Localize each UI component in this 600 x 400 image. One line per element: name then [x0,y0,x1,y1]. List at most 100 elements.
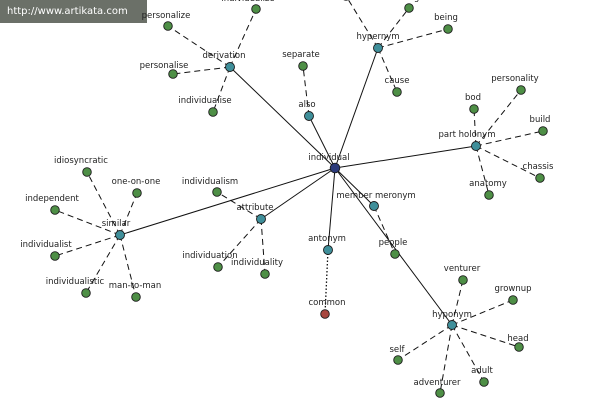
node-part-holonym[interactable] [471,141,481,151]
label-individualize[interactable]: individualize [221,0,274,4]
edge-part-holonym-bod [473,108,477,147]
node-build[interactable] [538,126,548,136]
edge-part-holonym-build [475,130,544,147]
label-individuation[interactable]: individuation [182,251,237,261]
label-grownup[interactable]: grownup [494,284,531,294]
node-personality[interactable] [516,85,526,95]
node-similar[interactable] [115,230,125,240]
label-build[interactable]: build [530,115,551,125]
label-venturer[interactable]: venturer [444,264,481,274]
node-grownup[interactable] [508,295,518,305]
label-adult[interactable]: adult [471,366,493,376]
edge-member-meronym-people [373,205,396,255]
label-being[interactable]: being [434,13,458,23]
node-individualistic[interactable] [81,288,91,298]
edge-derivation-individualize [229,8,257,68]
label-head[interactable]: head [507,334,528,344]
node-individuation[interactable] [213,262,223,272]
edge-derivation-personalize [167,25,231,68]
node-self[interactable] [393,355,403,365]
node-independent[interactable] [50,205,60,215]
edge-hyponym-adult [451,324,485,383]
node-anatomy[interactable] [484,190,494,200]
node-individuality[interactable] [260,269,270,279]
node-adult[interactable] [479,377,489,387]
label-one-on-one[interactable]: one-on-one [112,177,161,187]
label-man-to-man[interactable]: man-to-man [109,281,162,291]
label-also[interactable]: also [298,100,315,110]
label-individualise[interactable]: individualise [178,96,231,106]
node-personalise[interactable] [168,69,178,79]
node-idiosyncratic[interactable] [82,167,92,177]
node-people[interactable] [390,249,400,259]
label-part-holonym[interactable]: part holonym [439,130,496,140]
label-causal-agent[interactable]: causal agent [379,0,434,3]
label-individualist[interactable]: individualist [20,240,72,250]
node-adventurer[interactable] [435,388,445,398]
node-being[interactable] [443,24,453,34]
edge-part-holonym-personality [475,89,522,147]
label-bod[interactable]: bod [465,93,481,103]
source-url[interactable]: http://www.artikata.com [0,0,147,23]
label-personalize[interactable]: personalize [142,11,191,21]
node-member-meronym[interactable] [369,201,379,211]
node-causal-agent[interactable] [404,3,414,13]
node-bod[interactable] [469,104,479,114]
label-hyponym[interactable]: hyponym [432,310,472,320]
node-one-on-one[interactable] [132,188,142,198]
label-individuality[interactable]: individuality [231,258,283,268]
edge-part-holonym-chassis [475,145,541,179]
label-root[interactable]: individual [308,153,349,163]
label-people[interactable]: people [379,238,408,248]
edge-similar-idiosyncratic [86,171,121,236]
node-venturer[interactable] [458,275,468,285]
edge-hyponym-self [397,324,453,361]
node-hyponym[interactable] [447,320,457,330]
label-derivation[interactable]: derivation [202,51,245,61]
edge-root-similar [119,167,336,236]
node-derivation[interactable] [225,62,235,72]
label-individualism[interactable]: individualism [182,177,238,187]
label-personality[interactable]: personality [491,74,538,84]
label-idiosyncratic[interactable]: idiosyncratic [54,156,108,166]
label-self[interactable]: self [389,345,405,355]
edge-root-also [308,115,336,169]
label-similar[interactable]: similar [102,219,131,229]
label-chassis[interactable]: chassis [523,162,554,172]
label-hypernym[interactable]: hypernym [356,32,399,42]
label-anatomy[interactable]: anatomy [469,179,507,189]
node-individualism[interactable] [212,187,222,197]
label-antonym[interactable]: antonym [308,234,346,244]
label-individualistic[interactable]: individualistic [46,277,105,287]
edge-similar-independent [54,209,121,236]
node-hypernym[interactable] [373,43,383,53]
node-man-to-man[interactable] [131,292,141,302]
label-adventurer[interactable]: adventurer [413,378,461,388]
label-personalise[interactable]: personalise [140,61,189,71]
edge-root-part-holonym [334,145,477,169]
node-root[interactable] [329,162,341,174]
label-cause[interactable]: cause [385,76,410,86]
node-common[interactable] [320,309,330,319]
edge-attribute-individualism [216,191,262,220]
edge-hyponym-head [451,324,520,348]
label-common[interactable]: common [308,298,345,308]
node-attribute[interactable] [256,214,266,224]
node-individualise[interactable] [208,107,218,117]
node-antonym[interactable] [323,245,333,255]
node-separate[interactable] [298,61,308,71]
label-member-meronym[interactable]: member meronym [336,191,415,201]
label-independent[interactable]: independent [25,194,79,204]
node-individualist[interactable] [50,251,60,261]
label-separate[interactable]: separate [282,50,320,60]
label-attribute[interactable]: attribute [236,203,273,213]
edge-similar-individualist [54,234,121,257]
node-personalize[interactable] [163,21,173,31]
node-cause[interactable] [392,87,402,97]
node-also[interactable] [304,111,314,121]
edge-hyponym-venturer [451,279,464,326]
node-individualize[interactable] [251,4,261,14]
node-head[interactable] [514,342,524,352]
edge-attribute-individuation [217,218,262,268]
node-chassis[interactable] [535,173,545,183]
